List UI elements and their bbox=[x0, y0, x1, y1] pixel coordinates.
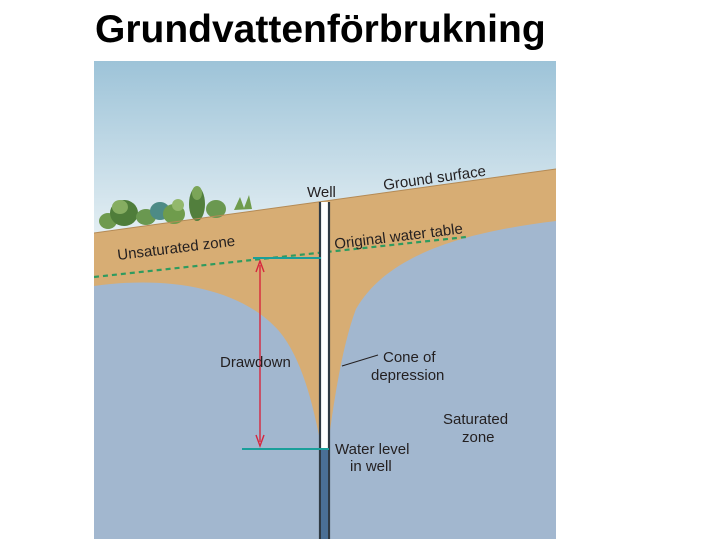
ground-surface-line bbox=[94, 168, 556, 234]
vegetation bbox=[99, 186, 252, 229]
cone-of-depression-leader bbox=[341, 354, 379, 367]
well-label: Well bbox=[307, 184, 336, 201]
cone-of-depression-label-line1: Cone of bbox=[383, 349, 436, 366]
slide-title: Grundvattenförbrukning bbox=[95, 8, 546, 51]
groundwater-drawdown-diagram: Well Ground surface Unsaturated zone Ori… bbox=[94, 61, 556, 539]
water-level-label-line2: in well bbox=[350, 458, 392, 475]
saturated-zone-label-line1: Saturated bbox=[443, 411, 508, 428]
well bbox=[318, 202, 331, 539]
saturated-zone-label-line2: zone bbox=[462, 429, 495, 446]
water-in-well bbox=[321, 449, 328, 539]
water-level-label-line1: Water level bbox=[335, 441, 409, 458]
saturated-zone bbox=[94, 221, 556, 539]
drawdown-arrow bbox=[255, 258, 265, 449]
cone-of-depression-label-line2: depression bbox=[371, 367, 444, 384]
drawdown-label: Drawdown bbox=[220, 354, 291, 371]
